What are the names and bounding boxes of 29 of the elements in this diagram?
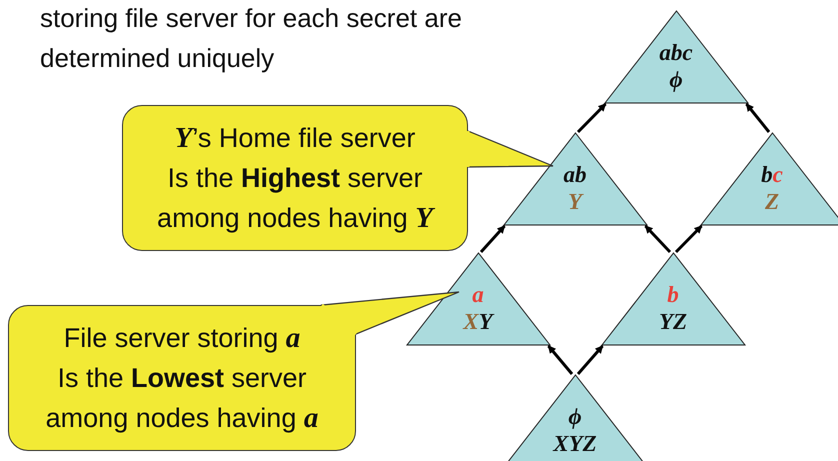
arrow (576, 345, 604, 375)
arrow (674, 224, 703, 254)
node-label: a (471, 283, 485, 307)
arrow (547, 345, 574, 375)
arrow (745, 103, 770, 133)
node-label: XYZ (552, 432, 598, 456)
triangle-node (602, 253, 744, 345)
callout-text: Y’s Home file server Is the Highest server among nodes having Y (122, 118, 468, 238)
node-label: bc (760, 163, 784, 187)
callout-text: File server storing a Is the Lowest server among nodes having a (44, 321, 320, 436)
triangle-node (604, 11, 748, 103)
arrow (480, 225, 506, 253)
node-label: Y (566, 190, 585, 214)
triangle-node (406, 253, 550, 345)
arrow (576, 102, 607, 134)
triangle-node (504, 133, 646, 225)
node-label: ϕ (567, 405, 583, 429)
node-label: ab (562, 163, 588, 187)
triangle-node (700, 133, 838, 225)
node-label: YZ (658, 310, 688, 334)
node-label: b (666, 283, 680, 307)
arrow (644, 224, 672, 254)
node-label: abc (658, 41, 694, 65)
callout-bubble (122, 105, 468, 251)
note-text: storing file server for each secret are determined uniquely (40, 2, 463, 75)
node-label: XY (462, 310, 496, 334)
node-label: ϕ (668, 68, 684, 92)
node-label: Z (764, 190, 780, 214)
callout-bubble (8, 305, 356, 451)
